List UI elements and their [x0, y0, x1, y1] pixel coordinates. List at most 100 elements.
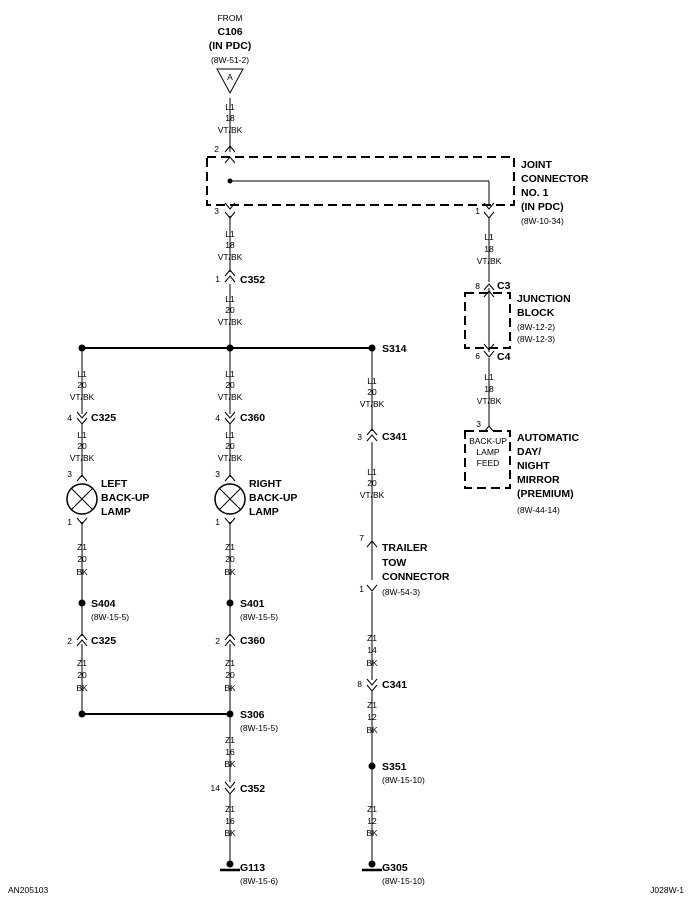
svg-text:3: 3 — [357, 432, 362, 442]
source-ref: (8W-51-2) — [211, 55, 249, 65]
svg-text:20: 20 — [225, 305, 235, 315]
right-backup-lamp: 3 1 RIGHT BACK-UP LAMP — [214, 469, 297, 527]
ground-g305: G305 (8W-15-10) — [362, 860, 425, 886]
svg-text:20: 20 — [367, 478, 377, 488]
svg-text:C352: C352 — [240, 274, 265, 286]
svg-text:20: 20 — [77, 380, 87, 390]
connector-c360-bottom: 2 C360 — [215, 633, 265, 647]
wire-label-s351-to-g305: Z1 12 BK — [366, 804, 378, 838]
svg-text:VT/BK: VT/BK — [218, 317, 243, 327]
svg-text:20: 20 — [225, 554, 235, 564]
trailer-tow-connector: 7 1 TRAILER TOW CONNECTOR (8W-54-3) — [359, 533, 450, 597]
connector-mark-icon — [224, 275, 236, 283]
connector-mark-icon — [76, 639, 88, 647]
connector-mark-icon — [224, 411, 236, 419]
pin-mark-icon — [224, 202, 236, 210]
svg-text:BK: BK — [366, 828, 378, 838]
svg-text:VT/BK: VT/BK — [70, 453, 95, 463]
svg-text:BK: BK — [366, 725, 378, 735]
svg-text:L1: L1 — [225, 369, 235, 379]
svg-text:L1: L1 — [225, 229, 235, 239]
svg-text:2: 2 — [215, 636, 220, 646]
wire-label-jc-to-c352: L1 18 VT/BK — [218, 229, 243, 262]
svg-text:12: 12 — [367, 712, 377, 722]
left-lamp-line-3: LAMP — [101, 506, 131, 518]
svg-text:VT/BK: VT/BK — [218, 125, 243, 135]
svg-text:20: 20 — [367, 387, 377, 397]
svg-text:C325: C325 — [91, 635, 116, 647]
ground-g305-ref: (8W-15-10) — [382, 876, 425, 886]
joint-name-line-2: CONNECTOR — [521, 173, 589, 185]
splice-dot-s404 — [78, 599, 86, 607]
right-lamp-pin-bottom: 1 — [215, 517, 220, 527]
wire-label-mid-to-c360: L1 20 VT/BK — [218, 369, 243, 402]
joint-connector-1: 2 3 1 JOINT CONNECTOR NO. 1 (IN PDC) (8W… — [206, 144, 589, 226]
svg-text:18: 18 — [484, 384, 494, 394]
connector-mark-icon — [366, 434, 378, 442]
svg-text:L1: L1 — [225, 102, 235, 112]
ground-g305-name: G305 — [382, 862, 408, 874]
splice-s404-ref: (8W-15-5) — [91, 612, 129, 622]
svg-text:14: 14 — [367, 645, 377, 655]
mirror-name-line-3: NIGHT — [517, 460, 550, 472]
svg-text:Z1: Z1 — [225, 542, 235, 552]
svg-text:VT/BK: VT/BK — [218, 392, 243, 402]
jb-bottom-pin: 6 — [475, 351, 480, 361]
svg-text:L1: L1 — [225, 294, 235, 304]
source-location: (IN PDC) — [209, 40, 252, 52]
joint-name-line-3: NO. 1 — [521, 187, 549, 199]
splice-s306-ref: (8W-15-5) — [240, 723, 278, 733]
right-lamp-line-2: BACK-UP — [249, 492, 297, 504]
trailer-ref: (8W-54-3) — [382, 587, 420, 597]
svg-text:L1: L1 — [484, 372, 494, 382]
left-lamp-line-2: BACK-UP — [101, 492, 149, 504]
svg-text:L1: L1 — [367, 376, 377, 386]
connector-c325-bottom: 2 C325 — [67, 633, 116, 647]
right-lamp-line-3: LAMP — [249, 506, 279, 518]
junction-block: 8 C3 6 C4 JUNCTION BLOCK (8W-12-2) (8W-1… — [464, 280, 571, 363]
connector-mark-icon — [224, 269, 236, 277]
svg-text:C325: C325 — [91, 412, 116, 424]
svg-text:20: 20 — [77, 554, 87, 564]
wire-label-c352-to-g113: Z1 16 BK — [224, 804, 236, 838]
pin-mark-icon — [224, 474, 236, 482]
jb-bottom-connector: C4 — [497, 351, 511, 363]
svg-text:Z1: Z1 — [77, 542, 87, 552]
svg-text:2: 2 — [67, 636, 72, 646]
pin-mark-icon — [483, 425, 495, 433]
splice-dot-s401 — [226, 599, 234, 607]
jb-top-pin: 8 — [475, 281, 480, 291]
svg-text:8: 8 — [357, 679, 362, 689]
mirror-name-line-4: MIRROR — [517, 474, 560, 486]
source-badge: A — [227, 72, 233, 82]
wire-label-c325-to-left-lamp: L1 20 VT/BK — [70, 430, 95, 463]
wire-label-src-to-jc: L1 18 VT/BK — [218, 102, 243, 135]
inline-connectors: 1 C352 4 C325 4 C360 3 C341 2 C325 — [67, 269, 407, 795]
connector-c325-top: 4 C325 — [67, 411, 116, 425]
pin-mark-icon — [366, 540, 378, 548]
mirror-ref: (8W-44-14) — [517, 505, 560, 515]
svg-text:VT/BK: VT/BK — [360, 490, 385, 500]
left-lamp-pin-bottom: 1 — [67, 517, 72, 527]
joint-connector-dashed-box — [206, 156, 515, 206]
trailer-pin-top: 7 — [359, 533, 364, 543]
splice-dot-s351 — [368, 762, 376, 770]
joint-name-line-4: (IN PDC) — [521, 201, 564, 213]
splice-dot — [78, 710, 86, 718]
mirror-pin: 3 — [476, 419, 481, 429]
connector-mark-icon — [224, 639, 236, 647]
svg-text:C352: C352 — [240, 783, 265, 795]
pin-mark-icon — [224, 156, 236, 164]
jb-ref-2: (8W-12-3) — [517, 334, 555, 344]
pin-mark-icon — [366, 584, 378, 592]
svg-text:4: 4 — [215, 413, 220, 423]
svg-text:1: 1 — [215, 274, 220, 284]
splice-s314-name: S314 — [382, 343, 407, 355]
wire-labels: L1 18 VT/BK L1 18 VT/BK L1 20 VT/BK L1 1… — [70, 102, 502, 838]
trailer-line-3: CONNECTOR — [382, 571, 450, 583]
pin-mark-icon — [483, 290, 495, 298]
wire-label-c325-to-s306: Z1 20 BK — [76, 658, 88, 693]
right-lamp-line-1: RIGHT — [249, 478, 282, 490]
wire-label-right-lamp-to-s401: Z1 20 BK — [224, 542, 236, 577]
